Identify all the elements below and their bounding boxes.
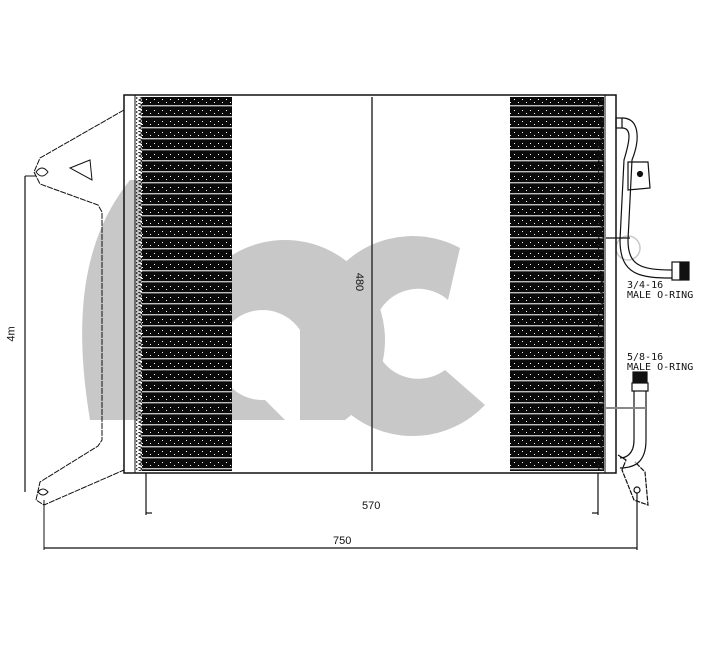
- overall-width-label: 750: [333, 535, 352, 547]
- lower-fitting-size: 5/8-16: [627, 352, 664, 363]
- right-outlet-pipe: [606, 371, 649, 550]
- lower-fitting-type: MALE O-RING: [627, 362, 694, 373]
- bracket-height-label: 4m: [5, 326, 18, 342]
- fin-block-right: [510, 97, 604, 471]
- condenser-core: [123, 94, 617, 474]
- watermark-logo: [82, 180, 641, 437]
- dimension-lines: [44, 473, 637, 549]
- left-mounting-bracket: [24, 109, 125, 550]
- core-height-label: 480: [353, 272, 366, 292]
- fin-block-left: [142, 97, 232, 471]
- upper-fitting-size: 3/4-16: [627, 280, 664, 291]
- right-inlet-pipe: [606, 117, 690, 281]
- core-width-label: 570: [362, 500, 381, 512]
- upper-fitting-type: MALE O-RING: [627, 290, 694, 301]
